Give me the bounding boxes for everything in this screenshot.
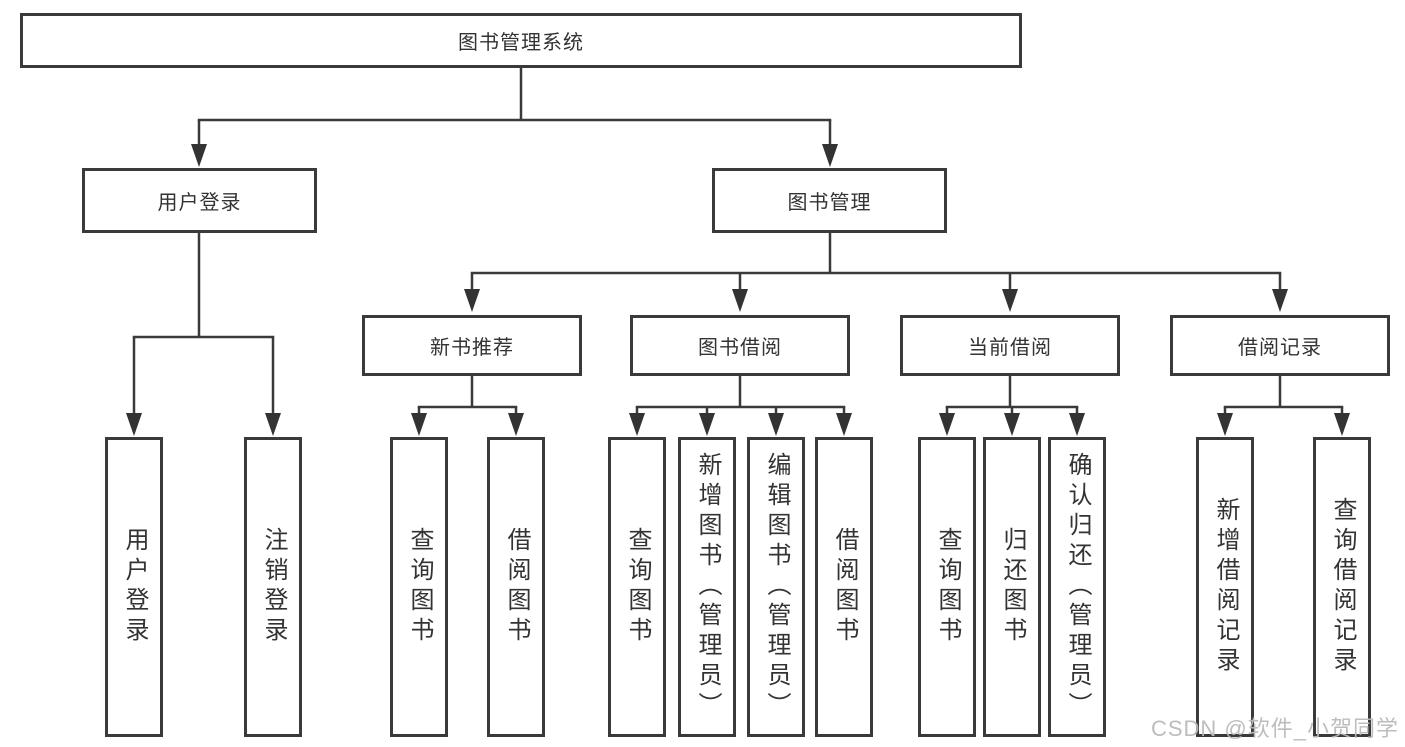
leaf-edit-book-admin-label: 编辑图书（管理员） [763, 452, 790, 722]
connector-book-management-to-level3 [464, 233, 1288, 312]
leaf-query-borrow-record-label: 查询借阅记录 [1329, 497, 1356, 677]
leaf-add-book-admin-label: 新增图书（管理员） [694, 452, 721, 722]
leaf-query-book-current: 查询图书 [918, 437, 976, 737]
leaf-confirm-return-admin: 确认归还（管理员） [1048, 437, 1106, 737]
connector-new-book-to-leaves [411, 376, 524, 436]
node-current-borrow-label: 当前借阅 [968, 337, 1052, 359]
leaf-add-book-admin: 新增图书（管理员） [678, 437, 736, 737]
node-book-management: 图书管理 [712, 168, 947, 233]
arrowhead-leaf-add-book-admin [699, 413, 715, 436]
leaf-edit-book-admin: 编辑图书（管理员） [747, 437, 805, 737]
arrowhead-leaf-borrow-book-new [508, 413, 524, 436]
csdn-watermark: CSDN @软件_小贺同学 [1150, 716, 1399, 741]
arrowhead-user-login [191, 144, 207, 167]
node-borrow-record: 借阅记录 [1170, 315, 1390, 376]
connector-book-borrow-to-leaves [629, 376, 852, 436]
leaf-return-book: 归还图书 [983, 437, 1041, 737]
leaf-query-book-current-label: 查询图书 [934, 527, 961, 647]
connector-current-borrow-to-leaves [939, 376, 1085, 436]
leaf-return-book-label: 归还图书 [999, 527, 1026, 647]
node-user-login: 用户登录 [82, 168, 317, 233]
node-book-management-label: 图书管理 [787, 192, 872, 214]
leaf-borrow-book-label: 借阅图书 [831, 527, 858, 647]
leaf-query-book-borrow-label: 查询图书 [624, 527, 651, 647]
arrowhead-leaf-query-book-borrow [629, 413, 645, 436]
leaf-confirm-return-admin-label: 确认归还（管理员） [1064, 452, 1091, 722]
arrowhead-leaf-borrow-book [836, 413, 852, 436]
arrowhead-leaf-query-borrow-record [1334, 413, 1350, 436]
arrowhead-leaf-add-borrow-record [1217, 413, 1233, 436]
leaf-add-borrow-record: 新增借阅记录 [1196, 437, 1254, 737]
node-book-borrow-label: 图书借阅 [698, 337, 782, 359]
arrowhead-leaf-return-book [1004, 413, 1020, 436]
leaf-borrow-book-new: 借阅图书 [487, 437, 545, 737]
arrowhead-new-book-recommend [464, 289, 480, 312]
leaf-add-borrow-record-label: 新增借阅记录 [1212, 497, 1239, 677]
arrowhead-leaf-query-book-current [939, 413, 955, 436]
node-user-login-label: 用户登录 [157, 192, 242, 214]
node-borrow-record-label: 借阅记录 [1238, 337, 1322, 359]
leaf-query-book-borrow: 查询图书 [608, 437, 666, 737]
leaf-user-login: 用户登录 [105, 437, 163, 737]
arrowhead-book-management [822, 144, 838, 167]
leaf-borrow-book-new-label: 借阅图书 [503, 527, 530, 647]
node-new-book-recommend-label: 新书推荐 [430, 337, 514, 359]
arrowhead-leaf-user-login [126, 413, 142, 436]
node-new-book-recommend: 新书推荐 [362, 315, 582, 376]
leaf-query-book-new: 查询图书 [390, 437, 448, 737]
leaf-query-borrow-record: 查询借阅记录 [1313, 437, 1371, 737]
leaf-query-book-new-label: 查询图书 [406, 527, 433, 647]
node-current-borrow: 当前借阅 [900, 315, 1120, 376]
arrowhead-leaf-edit-book-admin [768, 413, 784, 436]
leaf-user-login-label: 用户登录 [121, 527, 148, 647]
connector-borrow-record-to-leaves [1217, 376, 1350, 436]
arrowhead-borrow-record [1272, 289, 1288, 312]
node-root: 图书管理系统 [20, 13, 1022, 68]
arrowhead-leaf-logout-login [265, 413, 281, 436]
node-root-label: 图书管理系统 [458, 32, 584, 54]
node-book-borrow: 图书借阅 [630, 315, 850, 376]
arrowhead-book-borrow [732, 289, 748, 312]
connector-root-to-level2 [191, 68, 838, 167]
leaf-logout-login: 注销登录 [244, 437, 302, 737]
arrowhead-current-borrow [1002, 289, 1018, 312]
connector-user-login-to-leaves [126, 233, 281, 436]
arrowhead-leaf-confirm-return-admin [1069, 413, 1085, 436]
leaf-borrow-book: 借阅图书 [815, 437, 873, 737]
arrowhead-leaf-query-book-new [411, 413, 427, 436]
leaf-logout-login-label: 注销登录 [260, 527, 287, 647]
